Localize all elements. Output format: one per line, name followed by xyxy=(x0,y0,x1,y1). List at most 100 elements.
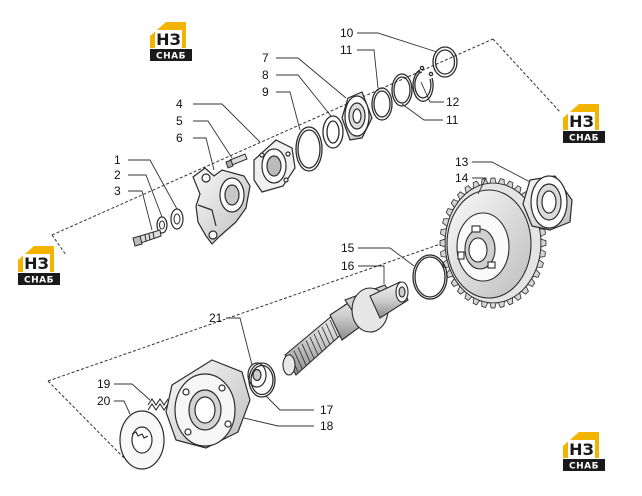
gear-tooth xyxy=(520,285,529,295)
gear-tooth xyxy=(505,180,514,189)
part-5-bolt xyxy=(225,153,248,169)
logo-inner-box xyxy=(155,30,182,48)
part-18-housing xyxy=(165,359,251,449)
part-10-circlip xyxy=(432,46,458,78)
logo-inner-box xyxy=(568,440,595,458)
gear-tooth xyxy=(472,180,481,189)
callout-13: 13 xyxy=(455,155,469,169)
callout-21: 21 xyxy=(209,311,223,325)
gear-tooth xyxy=(481,300,489,308)
shaft-spline-line xyxy=(321,326,331,345)
callout-2: 2 xyxy=(114,168,121,182)
logo-band xyxy=(563,459,605,471)
gear-tooth xyxy=(513,185,522,194)
gear-tooth xyxy=(481,178,489,186)
part-15-o-ring xyxy=(412,254,448,300)
shaft-spline-line xyxy=(301,343,311,362)
gear-tooth xyxy=(457,191,466,201)
gear-tooth xyxy=(513,292,522,301)
gear-tooth xyxy=(505,297,514,306)
callout-labels: 1 2 3 4 5 6 7 8 9 10 11 12 11 13 14 15 1… xyxy=(97,26,469,433)
part-4-seal-cover xyxy=(253,139,296,193)
part-12-snap-ring xyxy=(412,65,434,102)
gear-tooth xyxy=(497,178,505,186)
part-11-circlip-upper xyxy=(371,87,393,121)
dashed-assembly-outline xyxy=(47,38,561,463)
part-20-friction-disc xyxy=(119,410,165,470)
logo-bottom-text: СНАБ xyxy=(24,276,54,286)
callout-9: 9 xyxy=(262,85,269,99)
part-3-bolt xyxy=(132,229,162,247)
shaft-spline-line xyxy=(293,350,303,369)
shaft-spline-line xyxy=(305,340,315,359)
watermark-logo-top-left: НЗ СНАБ xyxy=(150,22,192,62)
callout-5: 5 xyxy=(176,114,183,128)
logo-band xyxy=(150,49,192,61)
logo-band xyxy=(563,131,605,143)
part-14-gear xyxy=(439,177,547,309)
gear-tooth xyxy=(536,259,544,268)
part-1-washer xyxy=(170,208,184,230)
callout-4: 4 xyxy=(176,97,183,111)
gear-tooth xyxy=(440,248,447,258)
watermark-logo-left: НЗ СНАБ xyxy=(18,246,60,286)
logo-bottom-text: СНАБ xyxy=(569,134,599,144)
callout-15: 15 xyxy=(341,241,355,255)
callout-8: 8 xyxy=(262,68,269,82)
gear-tooth xyxy=(450,277,459,287)
gear-tooth xyxy=(450,199,459,209)
logo-inner-box xyxy=(568,112,595,130)
logo-band xyxy=(18,273,60,285)
shaft-spline-line xyxy=(329,319,339,339)
gear-tooth xyxy=(497,300,505,308)
shaft-spline-line xyxy=(325,323,335,342)
callout-11-upper: 11 xyxy=(340,43,353,57)
gear-tooth xyxy=(532,268,541,278)
logo-top-text: НЗ xyxy=(569,112,594,131)
callout-16: 16 xyxy=(341,259,355,273)
logo-top-text: НЗ xyxy=(24,254,49,273)
gear-tooth xyxy=(489,177,497,184)
part-9-o-ring xyxy=(295,126,323,172)
part-16-splined-shaft xyxy=(282,281,409,376)
gear-tooth xyxy=(440,228,447,238)
shaft-spline-line xyxy=(317,330,327,349)
gear-tooth xyxy=(439,238,446,248)
logo-inner-box xyxy=(23,254,50,272)
part-8-ring xyxy=(322,115,344,149)
part-17-ring xyxy=(248,362,276,398)
gear-tooth xyxy=(489,302,497,309)
logo-top-text: НЗ xyxy=(156,30,181,49)
part-6-yoke-flange xyxy=(192,167,251,245)
gear-tooth xyxy=(445,208,454,218)
callout-7: 7 xyxy=(262,51,269,65)
callout-1: 1 xyxy=(114,153,121,167)
logo-bottom-text: СНАБ xyxy=(156,52,186,62)
part-13-bearing xyxy=(522,175,573,231)
gear-tooth xyxy=(539,228,546,238)
callout-20: 20 xyxy=(97,394,111,408)
leader-lines xyxy=(114,32,531,427)
logo-bottom-text: СНАБ xyxy=(569,462,599,472)
gear-tooth xyxy=(472,297,481,306)
shaft-spline-line xyxy=(297,347,307,366)
gear-tooth xyxy=(442,218,450,227)
callout-11-lower: 11 xyxy=(446,113,459,127)
gear-tooth xyxy=(464,292,473,301)
shaft-spline-line xyxy=(309,336,319,356)
callout-3: 3 xyxy=(114,184,121,198)
shaft-spline-line xyxy=(313,333,323,352)
part-11-ring-lower xyxy=(391,73,413,107)
part-7-bearing xyxy=(341,91,373,141)
watermark-logo-right: НЗ СНАБ xyxy=(563,104,605,144)
callout-17: 17 xyxy=(320,403,334,417)
callout-12: 12 xyxy=(446,95,460,109)
part-19-spring xyxy=(147,398,169,411)
gear-tooth xyxy=(457,285,466,295)
gear-tooth xyxy=(539,248,546,258)
gear-tooth xyxy=(464,185,473,194)
